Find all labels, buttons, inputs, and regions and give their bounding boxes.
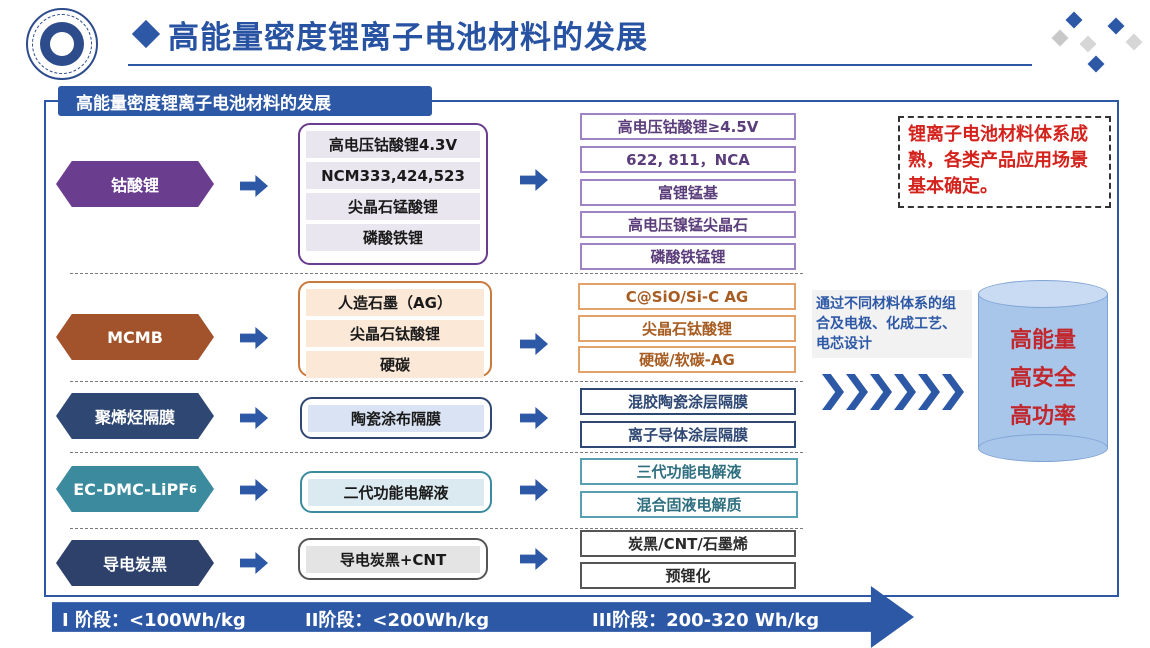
mid-group-cathode: 高电压钴酸锂4.3V NCM333,424,523 尖晶石锰酸锂 磷酸铁锂 xyxy=(298,123,488,265)
row-separator xyxy=(70,381,803,382)
cylinder-top xyxy=(978,280,1108,308)
row-separator xyxy=(70,452,803,453)
mid-item: 尖晶石锰酸锂 xyxy=(306,193,480,220)
category-cathode: 钴酸锂 xyxy=(56,161,214,207)
goal-high-safety: 高安全 xyxy=(1009,366,1076,391)
right-item: 离子导体涂层隔膜 xyxy=(580,421,796,448)
mid-item: 二代功能电解液 xyxy=(308,479,484,506)
title-diamond-icon xyxy=(131,19,161,49)
content-frame xyxy=(44,100,1119,597)
mid-item: NCM333,424,523 xyxy=(306,162,480,189)
logo-emblem xyxy=(40,22,84,66)
decor-diamond-icon xyxy=(1065,11,1083,29)
goal-high-energy: 高能量 xyxy=(1009,328,1076,353)
mid-group-anode: 人造石墨（AG） 尖晶石钛酸锂 硬碳 xyxy=(298,281,492,378)
decor-diamond-icon xyxy=(1087,55,1105,73)
title-underline xyxy=(128,64,1032,66)
right-item: 预锂化 xyxy=(580,562,796,589)
row-separator xyxy=(70,528,803,529)
right-item: 三代功能电解液 xyxy=(580,458,798,485)
stage-3: III阶段：200-320 Wh/kg xyxy=(592,610,820,631)
page-title: 高能量密度锂离子电池材料的发展 xyxy=(168,20,648,56)
right-item: 高电压镍锰尖晶石 xyxy=(580,211,796,238)
mid-item: 尖晶石钛酸锂 xyxy=(306,320,484,347)
goal-cylinder: 高能量 高安全 高功率 xyxy=(978,280,1108,462)
mid-item: 高电压钴酸锂4.3V xyxy=(306,131,480,158)
mid-item: 陶瓷涂布隔膜 xyxy=(308,405,484,432)
university-logo xyxy=(26,8,98,80)
right-item: C@SiO/Si-C AG xyxy=(578,283,796,310)
category-electrolyte-label: EC-DMC-LiPF xyxy=(73,479,190,499)
right-item: 高电压钴酸锂≥4.5V xyxy=(580,113,796,140)
right-item: 混胶陶瓷涂层隔膜 xyxy=(580,388,796,415)
stage-2: II阶段：<200Wh/kg xyxy=(305,610,490,631)
right-item: 混合固液电解质 xyxy=(580,491,798,518)
mid-item: 人造石墨（AG） xyxy=(306,289,484,316)
category-anode: MCMB xyxy=(56,314,214,360)
goal-high-power: 高功率 xyxy=(1009,404,1076,429)
logo-ring xyxy=(32,14,92,74)
right-item: 富锂锰基 xyxy=(580,179,796,206)
decor-diamond-icon xyxy=(1125,33,1143,51)
right-item: 622, 811，NCA xyxy=(580,146,796,173)
right-item: 硬碳/软碳-AG xyxy=(578,346,796,373)
stage-1: I 阶段：<100Wh/kg xyxy=(62,610,246,631)
category-separator: 聚烯烃隔膜 xyxy=(56,393,214,439)
mid-group-separator: 陶瓷涂布隔膜 xyxy=(300,397,492,439)
cylinder-body xyxy=(978,294,1108,448)
cylinder-bottom xyxy=(978,434,1108,462)
right-item: 炭黑/CNT/石墨烯 xyxy=(580,530,796,557)
category-electrolyte-subscript: 6 xyxy=(189,482,197,496)
mid-group-conductive: 导电炭黑+CNT xyxy=(298,538,488,580)
right-item: 磷酸铁锰锂 xyxy=(580,243,796,270)
maturity-note: 锂离子电池材料体系成熟，各类产品应用场景基本确定。 xyxy=(898,116,1111,208)
mid-group-electrolyte: 二代功能电解液 xyxy=(300,471,492,513)
mid-item: 导电炭黑+CNT xyxy=(306,546,480,573)
mid-item: 磷酸铁锂 xyxy=(306,224,480,251)
method-description: 通过不同材料体系的组合及电极、化成工艺、电芯设计 xyxy=(812,290,972,358)
right-item: 尖晶石钛酸锂 xyxy=(578,315,796,342)
decor-diamond-icon xyxy=(1051,29,1069,47)
decor-diamond-icon xyxy=(1079,35,1097,53)
decor-diamond-icon xyxy=(1107,17,1125,35)
mid-item: 硬碳 xyxy=(306,351,484,378)
section-tab: 高能量密度锂离子电池材料的发展 xyxy=(58,86,432,116)
row-separator xyxy=(70,273,803,274)
category-conductive: 导电炭黑 xyxy=(56,540,214,586)
